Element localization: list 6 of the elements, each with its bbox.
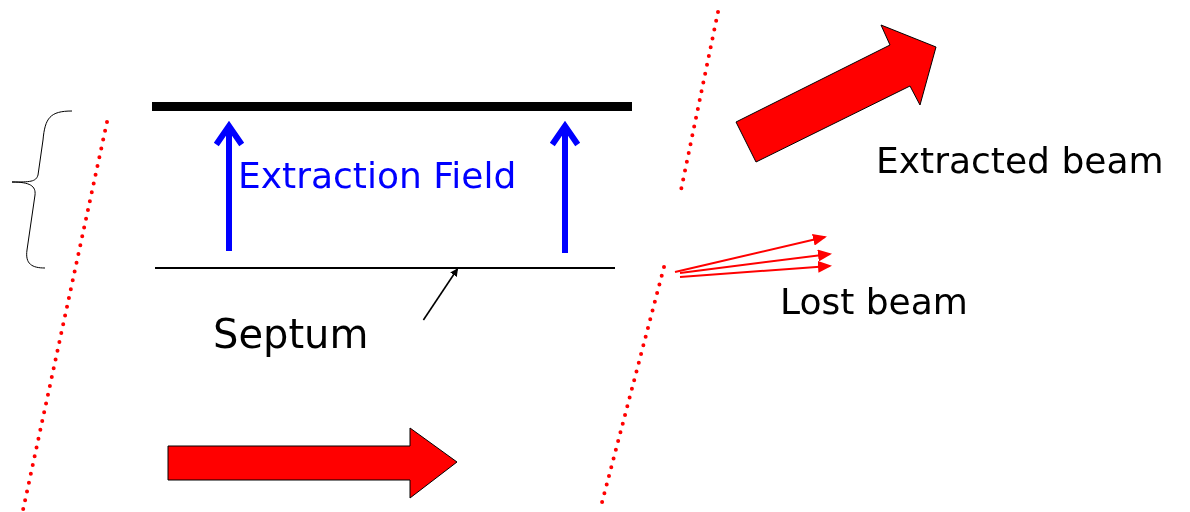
beam-label: Extracted beam [876, 141, 1164, 181]
septum-line [155, 267, 615, 269]
field-label: Extraction Field [238, 156, 517, 196]
beam-label: Lost beam [780, 282, 968, 322]
leader-line [422, 268, 459, 321]
septum-label: Septum [213, 312, 369, 356]
